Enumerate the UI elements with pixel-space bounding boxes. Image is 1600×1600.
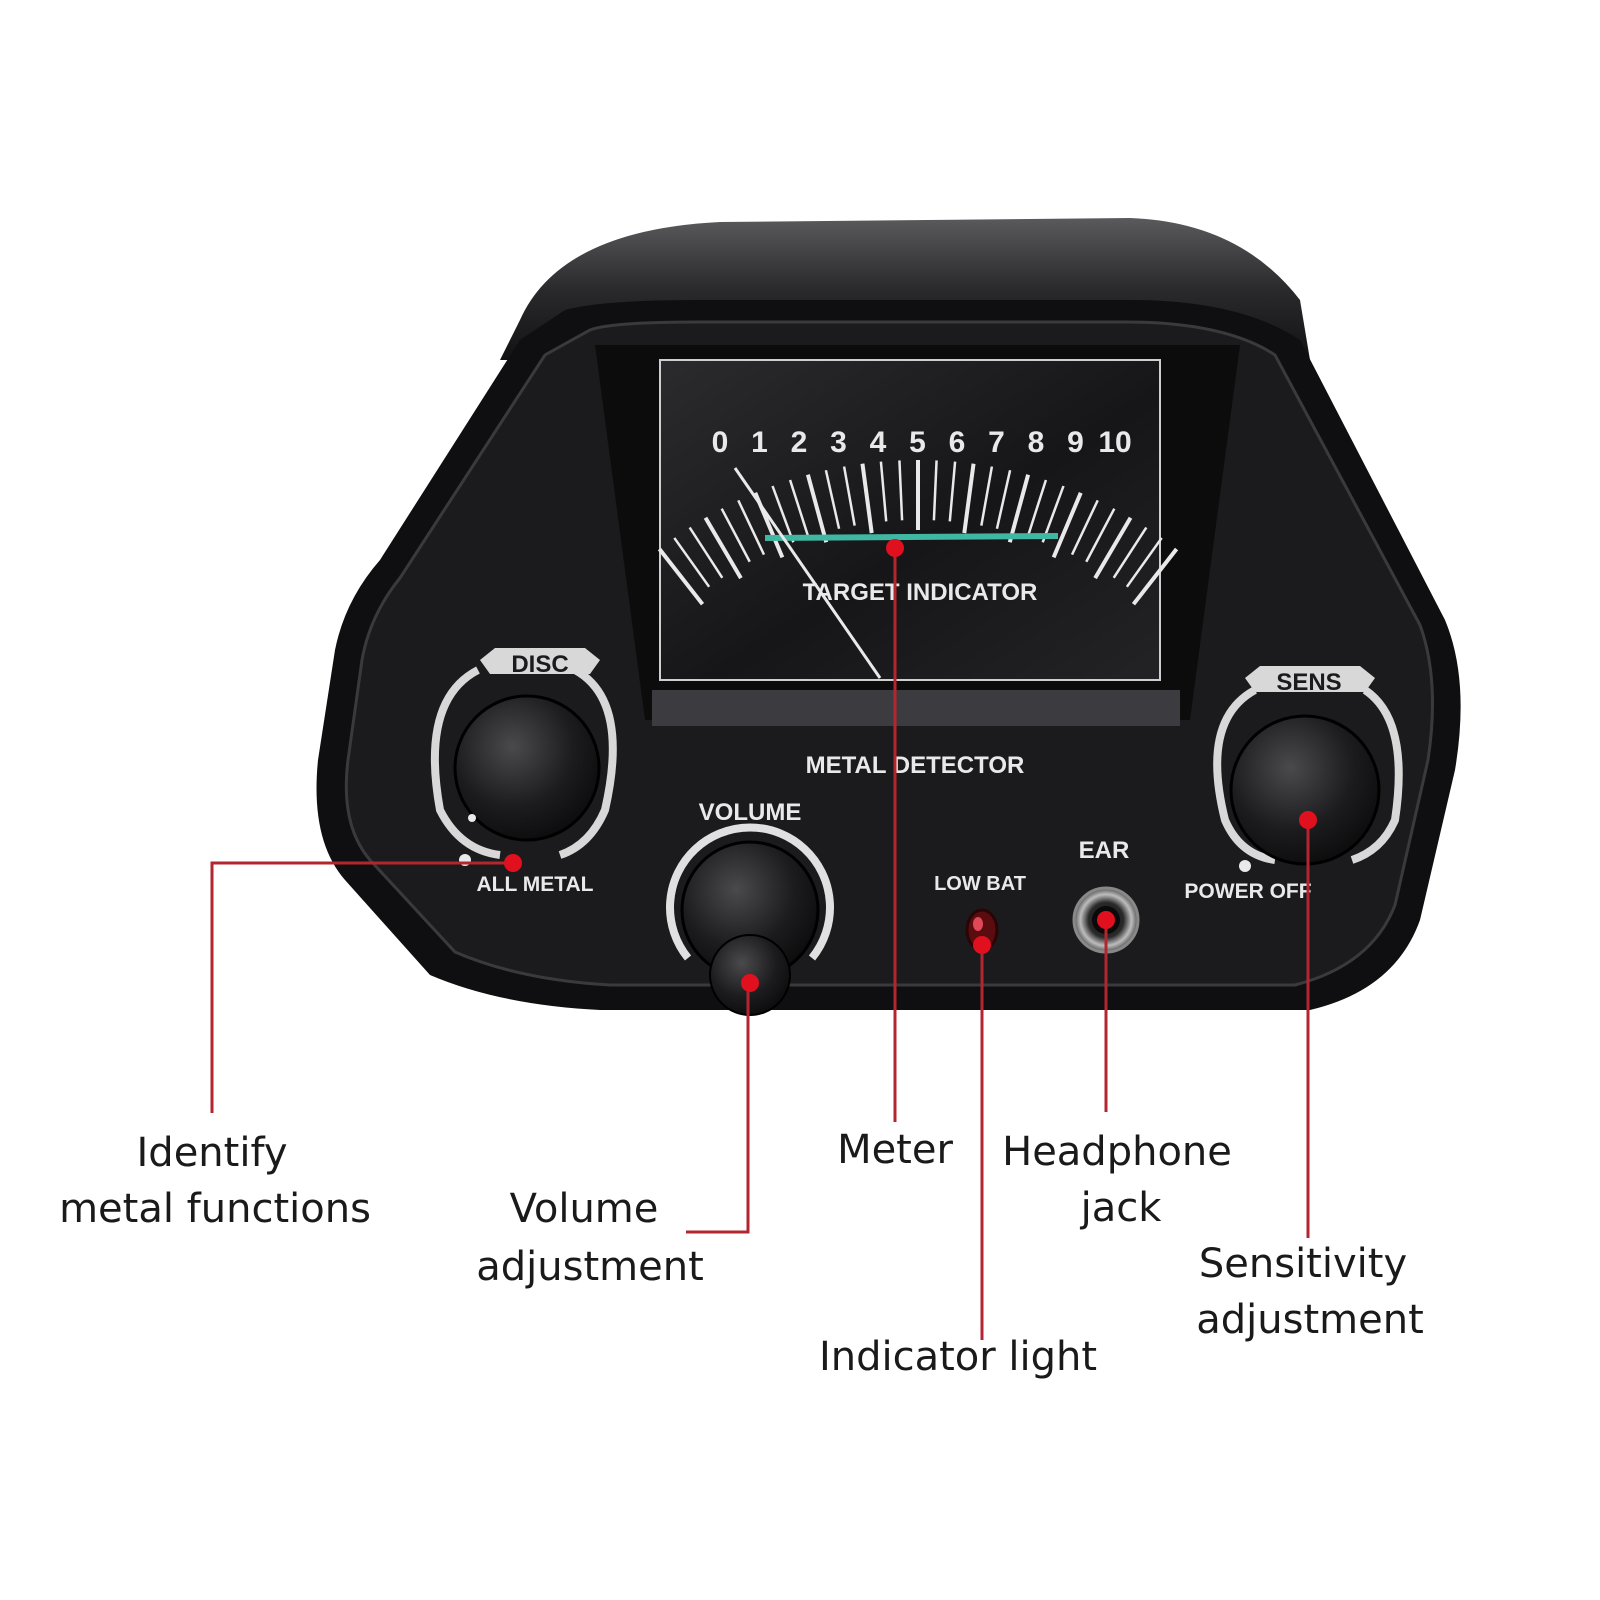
ear-label: EAR [1079, 837, 1130, 864]
meter-scale-tick [771, 485, 795, 543]
meter-scale-tick [1007, 474, 1031, 543]
meter-bezel-bottom [652, 690, 1180, 726]
volume-label: VOLUME [699, 799, 802, 826]
meter-scale-tick [1112, 526, 1148, 579]
meter-scale-tick [962, 463, 976, 534]
meter-scale-tick [842, 466, 856, 526]
disc-knob[interactable] [453, 694, 601, 842]
meter-scale-tick [737, 499, 766, 556]
meter-scale-label: 5 [909, 426, 926, 459]
sens-control: SENS POWER OFF [1184, 666, 1403, 903]
meter-scale-label: 10 [1098, 426, 1131, 459]
callout-dot-sensitivity [1299, 811, 1317, 829]
meter-scale-label: 4 [870, 426, 887, 459]
meter-title: TARGET INDICATOR [803, 579, 1038, 606]
meter-face [659, 359, 1161, 681]
meter-scale-tick [1131, 547, 1179, 606]
meter-scale-label: 2 [791, 426, 808, 459]
meter-scale-label: 9 [1067, 426, 1084, 459]
callout-sensitivity-line2: adjustment [1196, 1297, 1424, 1343]
meter-needle [733, 467, 882, 679]
meter-scale-green-band [764, 533, 1059, 541]
sens-label-plate [1245, 666, 1375, 692]
callout-headphone: Headphone jack [1002, 1129, 1232, 1231]
meter-scale-label: 6 [949, 426, 966, 459]
meter-scale-tick [657, 547, 705, 606]
meter-scale-label: 3 [830, 426, 847, 459]
callout-dot-headphone [1097, 911, 1115, 929]
volume-control: VOLUME [666, 799, 834, 1016]
meter-scale-tick [948, 461, 957, 522]
meter-scale-tick [1085, 508, 1116, 563]
meter-scale-tick [824, 469, 841, 530]
callout-headphone-line1: Headphone [1002, 1129, 1232, 1175]
callout-line-identify [210, 861, 513, 1113]
meter-scale-tick [860, 463, 874, 534]
meter-scale-label: 8 [1028, 426, 1045, 459]
disc-knob-pointer-dot [468, 814, 476, 822]
callout-dot-indicator [973, 936, 991, 954]
meter-scale-tick [1093, 516, 1133, 580]
meter-scale-tick [688, 526, 724, 579]
callout-volume-line2: adjustment [476, 1244, 704, 1290]
low-bat-led-glint [973, 917, 983, 931]
callout-volume-line1: Volume [510, 1186, 659, 1232]
meter-scale-label: 0 [712, 426, 729, 459]
callout-identify-line2: metal functions [59, 1186, 371, 1232]
callout-volume: Volume adjustment [476, 1186, 704, 1290]
callout-dots [504, 539, 1317, 992]
meter-scale-tick [703, 516, 743, 580]
callout-identify-line1: Identify [137, 1130, 288, 1176]
meter-scale-label: 1 [751, 426, 768, 459]
disc-control: DISC ALL METAL [430, 648, 617, 896]
meter-scale-tick [788, 479, 810, 538]
meter-scale-label: 7 [988, 426, 1005, 459]
meter-scale-tick [995, 469, 1012, 530]
volume-scale-arc [666, 823, 834, 961]
callout-sensitivity-line1: Sensitivity [1199, 1241, 1407, 1287]
disc-knob-bracket [430, 666, 617, 859]
callout-meter-line1: Meter [837, 1127, 953, 1173]
callout-meter: Meter [837, 1127, 953, 1173]
disc-label: DISC [511, 651, 568, 678]
disc-label-plate [480, 648, 600, 674]
meter-scale-tick [1041, 485, 1065, 543]
meter-scale-tick [1070, 499, 1099, 556]
meter-scale-tick [1125, 537, 1163, 588]
meter-scale-tick [879, 461, 888, 522]
callout-indicator-line1: Indicator light [819, 1334, 1097, 1380]
meter-scale-tick [898, 460, 904, 521]
all-metal-label: ALL METAL [476, 873, 593, 896]
callout-indicator: Indicator light [819, 1334, 1097, 1380]
sens-label: SENS [1276, 669, 1341, 696]
sens-knob[interactable] [1229, 714, 1381, 866]
meter-scale-tick [980, 466, 994, 526]
meter-scale-tick [673, 537, 711, 588]
power-off-label: POWER OFF [1184, 880, 1311, 903]
callout-dot-identify [504, 854, 522, 872]
callout-sensitivity: Sensitivity adjustment [1196, 1241, 1424, 1343]
low-bat-label: LOW BAT [934, 873, 1026, 895]
meter-scale-tick [1026, 479, 1048, 538]
sens-knob-bracket [1213, 686, 1403, 864]
meter-scale-tick [932, 460, 938, 521]
callout-identify: Identify metal functions [59, 1130, 371, 1232]
meter-scale-tick [805, 474, 829, 543]
meter-scale-tick [1051, 492, 1083, 559]
low-bat-indicator: LOW BAT [934, 873, 1026, 952]
callout-dot-volume [741, 974, 759, 992]
meter-scale-tick [720, 508, 751, 563]
callout-dot-meter [886, 539, 904, 557]
callout-line-volume [686, 981, 750, 1234]
brand-label: METAL DETECTOR [806, 752, 1025, 779]
callout-headphone-line2: jack [1080, 1185, 1163, 1231]
power-off-indicator-dot [1239, 860, 1251, 872]
